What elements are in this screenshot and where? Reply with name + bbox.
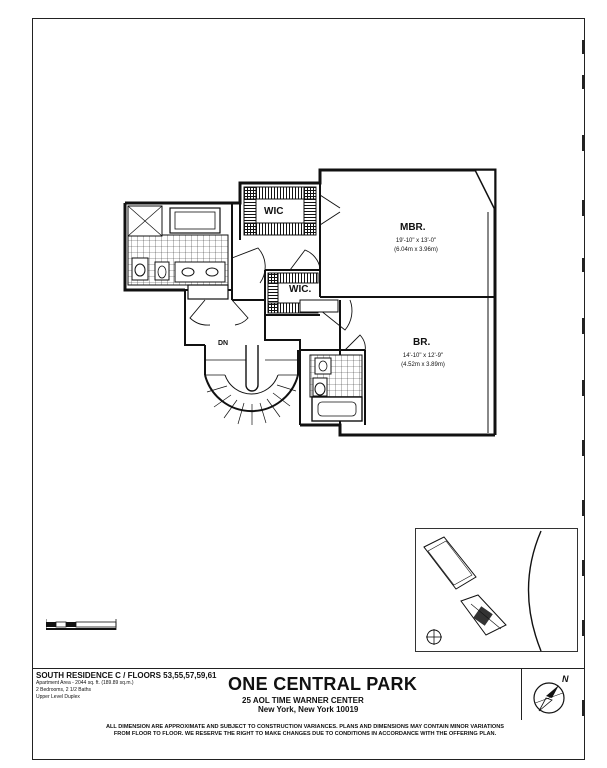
room-dim-mbr-imperial: 19'-10" x 13'-0" [395,238,437,244]
room-label-mbr: MBR. [400,222,426,233]
room-dim-br-imperial: 14'-10" x 12'-9" [402,353,444,359]
edge-mark [582,200,584,216]
scale-bar-graphic [45,619,117,630]
building-brand: ONE CENTRAL PARK 25 AOL TIME WARNER CENT… [228,674,468,714]
room-label-wic-2: WIC. [288,284,313,295]
edge-mark [582,135,584,151]
disclaimer-line2: FROM FLOOR TO FLOOR. WE RESERVE THE RIGH… [113,731,497,737]
building-name: ONE CENTRAL PARK [228,674,418,694]
residence-info: SOUTH RESIDENCE C / FLOORS 53,55,57,59,6… [36,671,217,701]
edge-mark [582,620,584,636]
disclaimer-line1: ALL DIMENSION ARE APPROXIMATE AND SUBJEC… [105,724,505,730]
edge-mark [582,318,584,334]
room-dim-br-metric: (4.52m x 3.89m) [401,362,445,368]
plan-sheet [32,18,585,760]
room-dim-mbr-metric: (6.04m x 3.96m) [394,247,438,253]
edge-mark [582,500,584,516]
compass: N [521,668,580,720]
building-address-line1: 25 AOL TIME WARNER CENTER [242,696,364,705]
stair-label-dn: DN [218,340,229,347]
edge-mark [582,40,584,54]
residence-rooms: 2 Bedrooms, 2 1/2 Baths [36,687,92,693]
scale-bar [45,618,126,637]
edge-mark [582,560,584,576]
residence-area: Apartment Area - 2044 sq. ft. (189.89 sq… [36,680,134,686]
room-label-wic-1: WIC [263,206,285,217]
residence-title: SOUTH RESIDENCE C / FLOORS 53,55,57,59,6… [36,671,217,680]
site-plan-inset [415,528,578,652]
disclaimer: ALL DIMENSION ARE APPROXIMATE AND SUBJEC… [40,724,570,738]
north-label: N [562,674,569,684]
north-arrow-icon [533,682,565,714]
residence-level: Upper Level Duplex [36,694,80,700]
edge-mark [582,380,584,396]
footer-divider [32,668,585,669]
edge-mark [582,258,584,272]
building-address-line2: New York, New York 10019 [258,705,359,714]
room-label-br: BR. [413,337,431,348]
edge-mark [582,75,584,89]
site-plan-map [423,530,542,652]
edge-mark [582,700,584,716]
edge-mark [582,440,584,456]
